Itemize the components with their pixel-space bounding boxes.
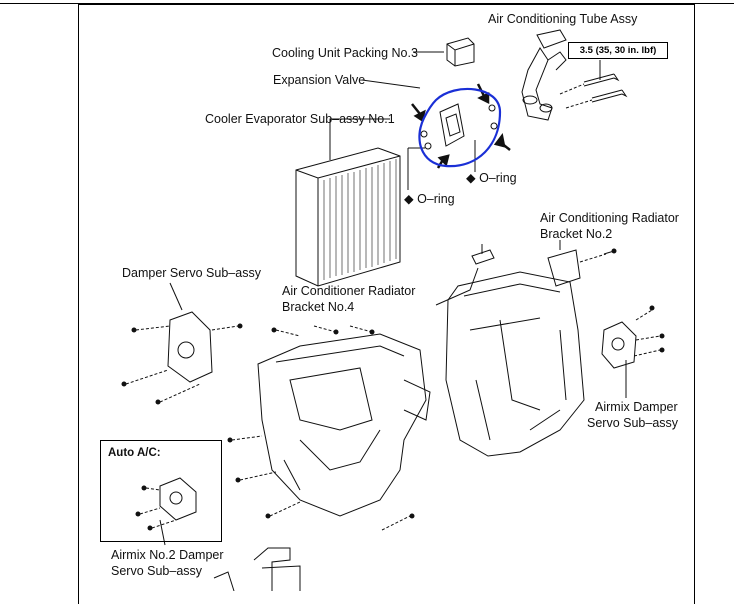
- arrow-3: [437, 154, 450, 167]
- diagram-drawing: [121, 29, 665, 591]
- bracket-4-shape: [471, 249, 495, 265]
- bottom-pipe-1: [253, 547, 291, 591]
- evaporator-shape: [295, 147, 401, 287]
- leader-bracket4: [435, 267, 479, 306]
- label-airmix2-line1: Airmix No.2 Damper: [111, 548, 224, 562]
- label-airmix2-line2: Servo Sub–assy: [111, 564, 203, 578]
- right-housing-shape: [445, 271, 585, 457]
- leader-cooler-evap: [329, 118, 380, 160]
- diagram-frame: [78, 4, 695, 604]
- damper-servo-shape: [167, 311, 213, 383]
- airmix-2-servo-shape: [159, 477, 197, 521]
- label-cooling-packing: Cooling Unit Packing No.3: [272, 46, 418, 60]
- bolt-1: [583, 73, 620, 87]
- leader-damper-servo: [169, 282, 183, 311]
- arrow-2: [477, 91, 490, 105]
- torque-spec: 3.5 (35, 30 in. lbf): [568, 42, 668, 59]
- label-damper-servo: Damper Servo Sub–assy: [122, 266, 261, 280]
- auto-ac-box: Auto A/C:: [100, 440, 222, 542]
- top-rule: [0, 3, 734, 4]
- label-bracket2-line1: Air Conditioning Radiator: [540, 211, 679, 225]
- bottom-bracket: [213, 571, 235, 591]
- main-housing-shape: [257, 333, 427, 517]
- label-oring-left: ◆ O–ring: [404, 192, 455, 206]
- label-airmix-servo-line1: Airmix Damper: [595, 400, 678, 414]
- label-oring-right: ◆ O–ring: [466, 171, 517, 185]
- label-auto-ac: Auto A/C:: [108, 447, 161, 459]
- label-expansion-valve: Expansion Valve: [273, 73, 366, 87]
- cooling-packing-shape: [446, 37, 475, 67]
- ac-tube-shape: [521, 47, 553, 121]
- label-bracket2-line2: Bracket No.2: [540, 227, 613, 241]
- label-bracket4-line1: Air Conditioner Radiator: [282, 284, 416, 298]
- airmix-servo-shape: [601, 321, 637, 369]
- expansion-valve-shape: [439, 103, 465, 147]
- arrow-1: [413, 109, 426, 123]
- label-airmix-servo-line2: Servo Sub–assy: [587, 416, 679, 430]
- leader-expansion-valve: [361, 79, 421, 89]
- label-bracket4-line2: Bracket No.4: [282, 300, 355, 314]
- bracket-2-shape: [547, 249, 581, 287]
- label-ac-tube: Air Conditioning Tube Assy: [488, 12, 638, 26]
- highlight-circle: [418, 87, 502, 168]
- label-cooler-evaporator: Cooler Evaporator Sub–assy No.1: [205, 112, 395, 126]
- leader-airmix2: [159, 519, 166, 546]
- arrow-4: [493, 133, 506, 148]
- bolt-2: [591, 89, 628, 103]
